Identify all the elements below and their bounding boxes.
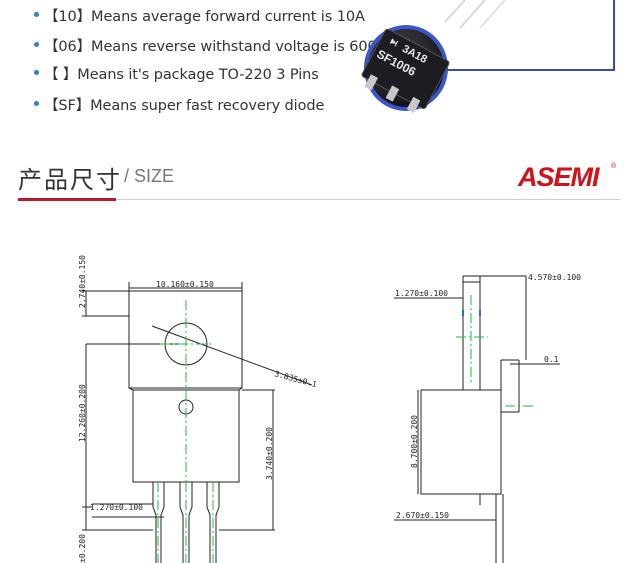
bullet-dot-icon <box>34 70 39 75</box>
decorative-stripes <box>444 0 506 29</box>
diode-chip-image: 3A18 SF1006 <box>361 25 450 113</box>
dim-total-height: 12.260±0.200 <box>78 384 87 442</box>
section-title: 产品尺寸 <box>18 166 122 194</box>
bullet-dot-icon <box>34 101 39 106</box>
dim-side-lead: 2.670±0.150 <box>396 511 449 520</box>
dim-hole-dia: 3.835±0.1 <box>273 369 317 389</box>
dim-side-body: 8.700±0.200 <box>410 415 419 468</box>
dimension-drawing: 10.160±0.150 2.740±0.150 12.260±0.200 3.… <box>78 255 581 563</box>
feature-text: 【SF】Means super fast recovery diode <box>44 98 325 114</box>
frame-box <box>425 0 615 71</box>
bullet-dot-icon <box>34 12 39 17</box>
dim-top-height: 2.740±0.150 <box>78 255 87 308</box>
dim-pin-width: 1.270±0.100 <box>90 503 143 512</box>
feature-text: 【 】Means it's package TO-220 3 Pins <box>44 67 319 83</box>
logo-registered-mark: ® <box>611 162 617 170</box>
feature-text: 【06】Means reverse withstand voltage is 6… <box>44 39 387 55</box>
section-subtitle: / SIZE <box>124 166 175 186</box>
dim-tab-height: 3.740±0.200 <box>265 427 274 480</box>
logo-text: ASEMI <box>518 162 600 190</box>
dim-body-width: 10.160±0.150 <box>156 280 214 289</box>
dim-side-top: 1.270±0.100 <box>395 289 448 298</box>
section-divider <box>18 199 620 200</box>
asemi-logo: ASEMI ® <box>518 162 617 190</box>
dim-lead-len: ±0.200 <box>78 534 87 563</box>
dim-side-offset: 0.1 <box>544 355 559 364</box>
section-divider-accent <box>18 198 116 201</box>
feature-text: 【10】Means average forward current is 10A <box>44 9 365 25</box>
bullet-dot-icon <box>34 42 39 47</box>
dim-side-thick: 4.570±0.100 <box>528 273 581 282</box>
